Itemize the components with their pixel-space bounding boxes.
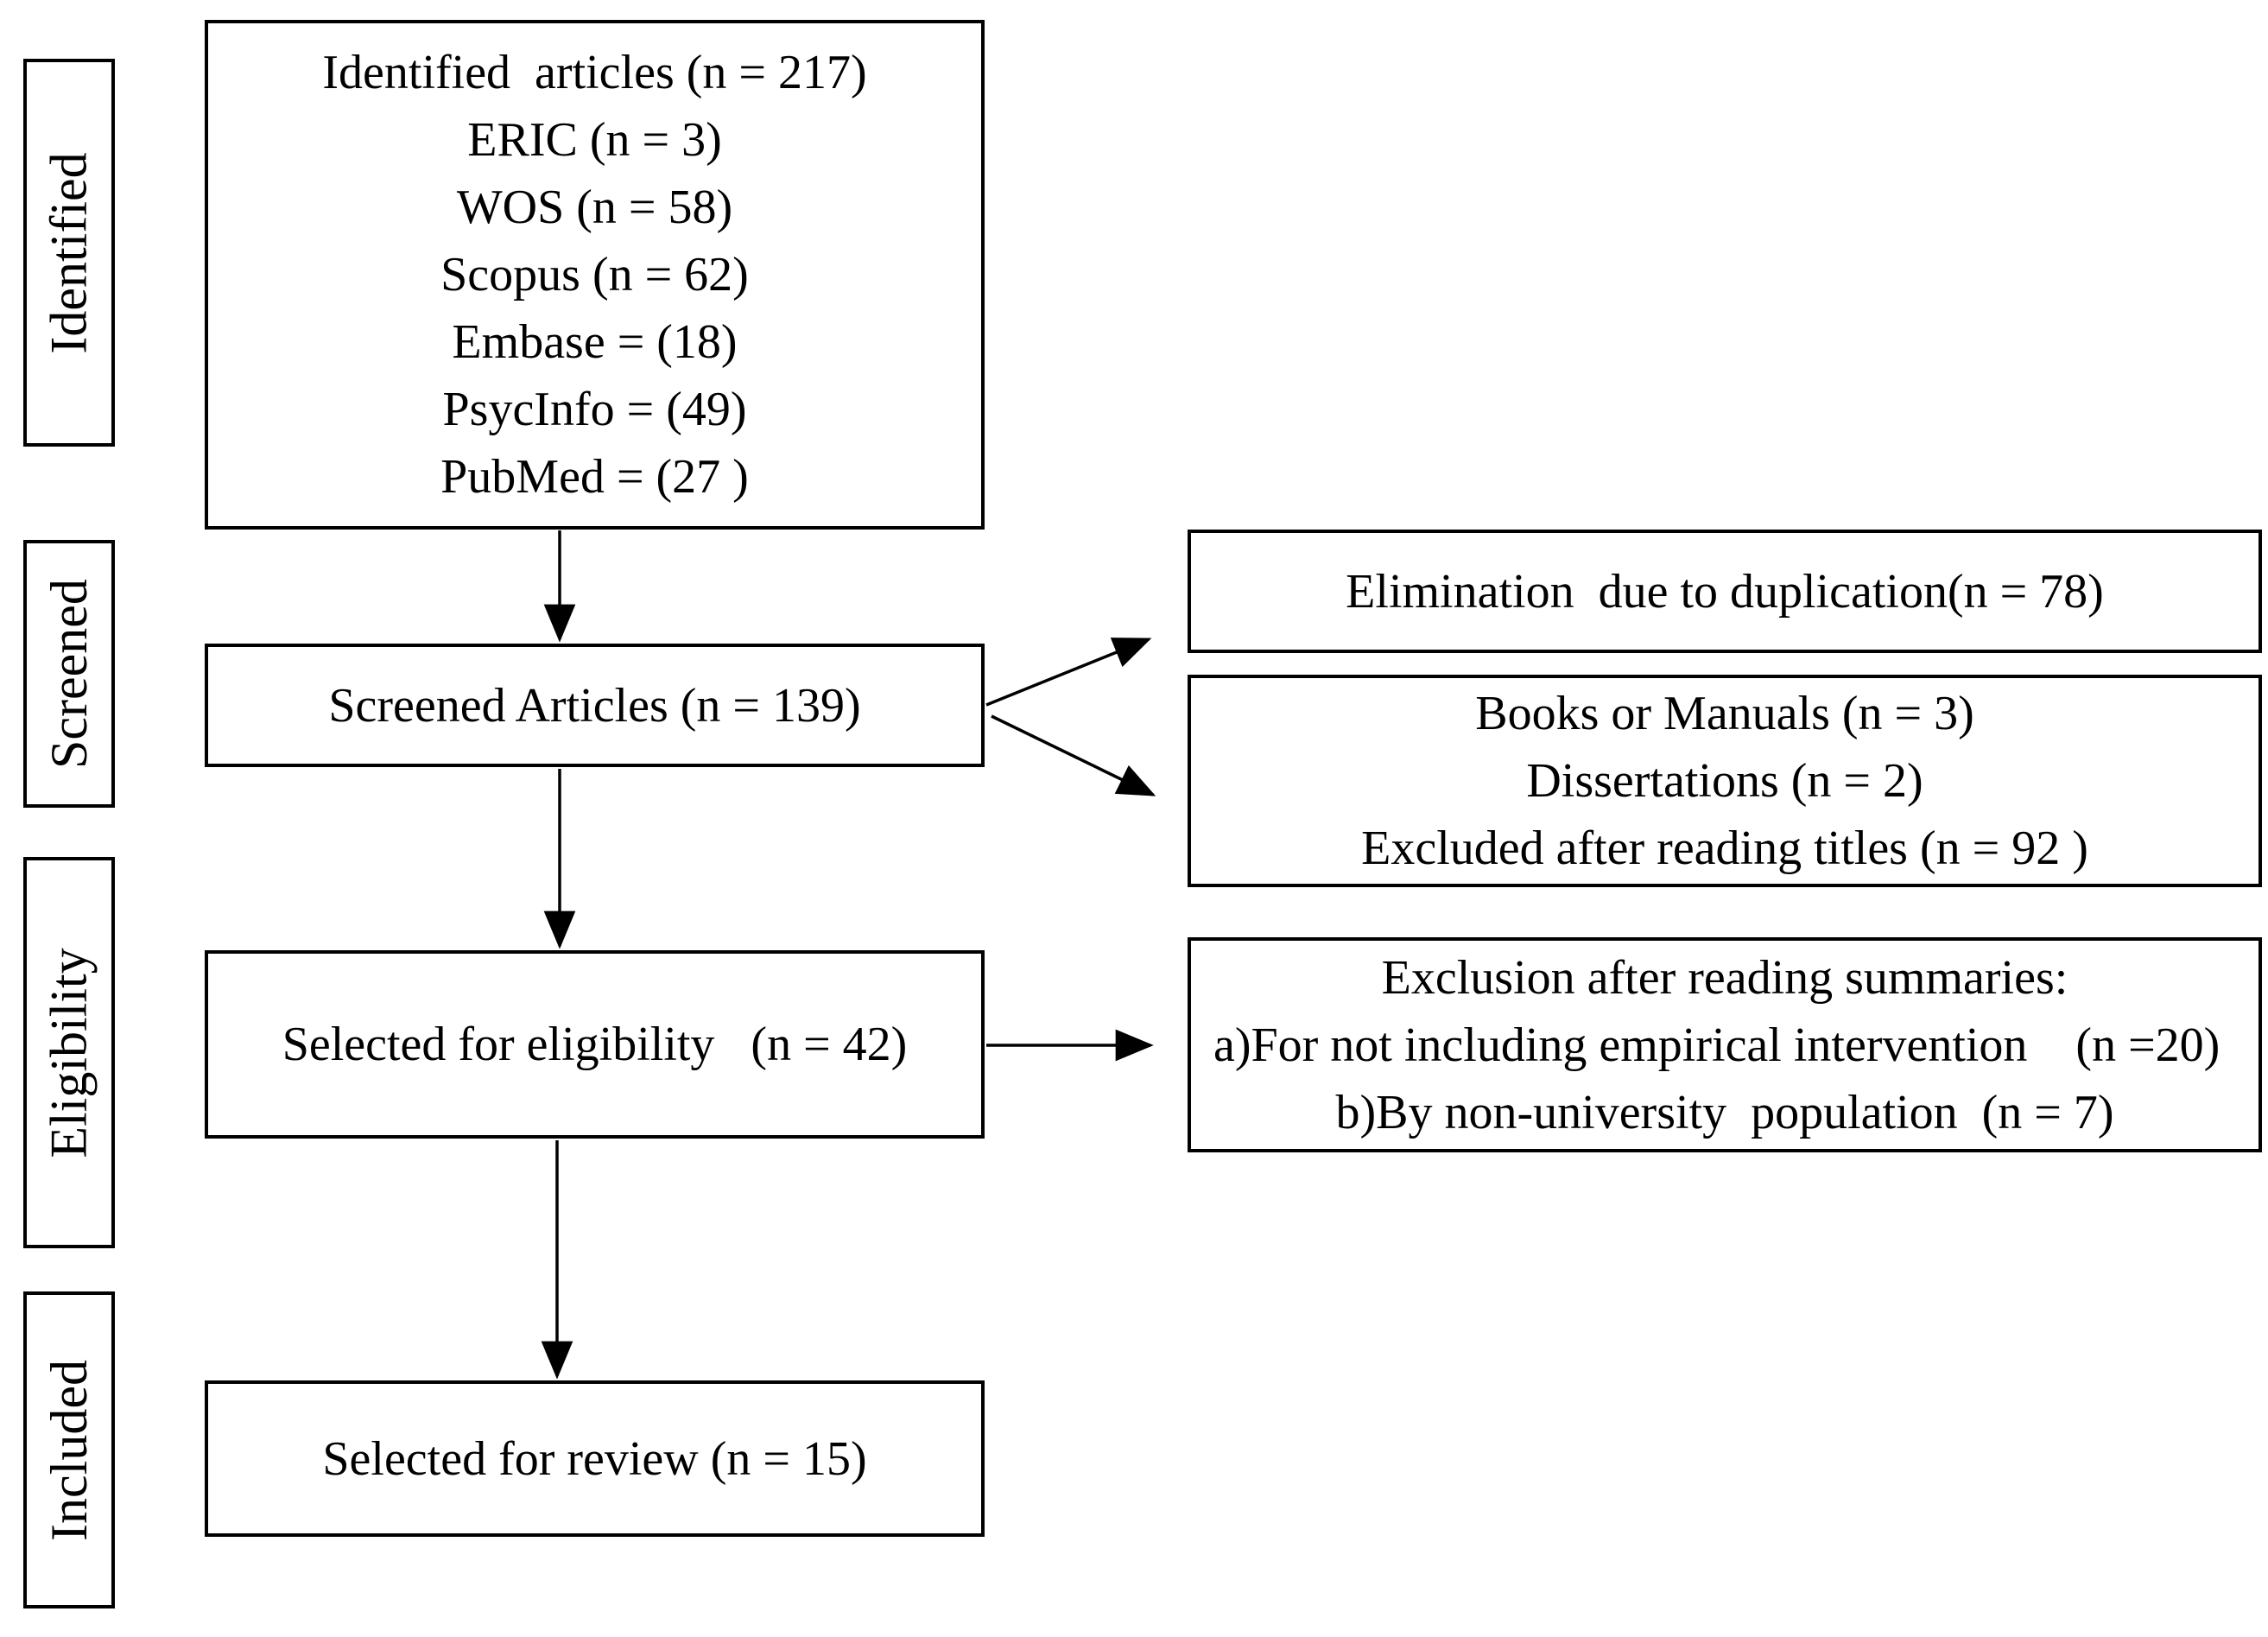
excluded-books-line: Books or Manuals (n = 3) <box>1475 687 1974 740</box>
selected-for-review-label: Selected for review (n = 15) <box>322 1431 867 1486</box>
screened-articles-label: Screened Articles (n = 139) <box>328 678 861 733</box>
identified-eric-line: ERIC (n = 3) <box>467 113 722 167</box>
duplication-exclusion-label: Elimination due to duplication(n = 78) <box>1346 564 2104 619</box>
identified-articles-box: Identified articles (n = 217) ERIC (n = … <box>205 20 985 530</box>
arrow-screened-to-title-exclusions <box>991 714 1156 796</box>
summary-exclusion-item-a: a)For not including empirical interventi… <box>1213 1018 2220 1072</box>
stage-label-eligibility: Eligibility <box>41 947 98 1158</box>
summary-exclusion-item-b: b)By non-university population (n = 7) <box>1335 1085 2114 1139</box>
summary-exclusion-heading: Exclusion after reading summaries: <box>1381 950 2068 1005</box>
selected-for-eligibility-label: Selected for eligibility (n = 42) <box>282 1018 908 1071</box>
stage-box-included: Included <box>23 1291 115 1608</box>
screened-articles-box: Screened Articles (n = 139) <box>205 644 985 767</box>
excluded-dissertations-line: Dissertations (n = 2) <box>1526 754 1923 808</box>
identified-total-line: Identified articles (n = 217) <box>322 46 867 99</box>
identified-pubmed-line: PubMed = (27 ) <box>440 450 749 504</box>
title-screen-exclusion-box: Books or Manuals (n = 3) Dissertations (… <box>1188 675 2262 887</box>
selected-for-eligibility-box: Selected for eligibility (n = 42) <box>205 950 985 1139</box>
stage-box-identified: Identified <box>23 59 115 447</box>
summary-screen-exclusion-box: Exclusion after reading summaries: a)For… <box>1188 937 2262 1152</box>
selected-for-review-box: Selected for review (n = 15) <box>205 1380 985 1537</box>
stage-label-included: Included <box>41 1359 98 1541</box>
stage-label-screened: Screened <box>41 579 98 769</box>
arrow-screened-to-duplication <box>985 638 1152 707</box>
identified-scopus-line: Scopus (n = 62) <box>440 248 749 301</box>
identified-wos-line: WOS (n = 58) <box>456 181 733 234</box>
stage-box-screened: Screened <box>23 540 115 808</box>
excluded-titles-line: Excluded after reading titles (n = 92 ) <box>1361 822 2088 875</box>
identified-psycinfo-line: PsycInfo = (49) <box>442 383 747 436</box>
duplication-exclusion-box: Elimination due to duplication(n = 78) <box>1188 530 2262 653</box>
stage-box-eligibility: Eligibility <box>23 857 115 1248</box>
stage-label-identified: Identified <box>41 151 98 354</box>
identified-embase-line: Embase = (18) <box>452 315 738 369</box>
